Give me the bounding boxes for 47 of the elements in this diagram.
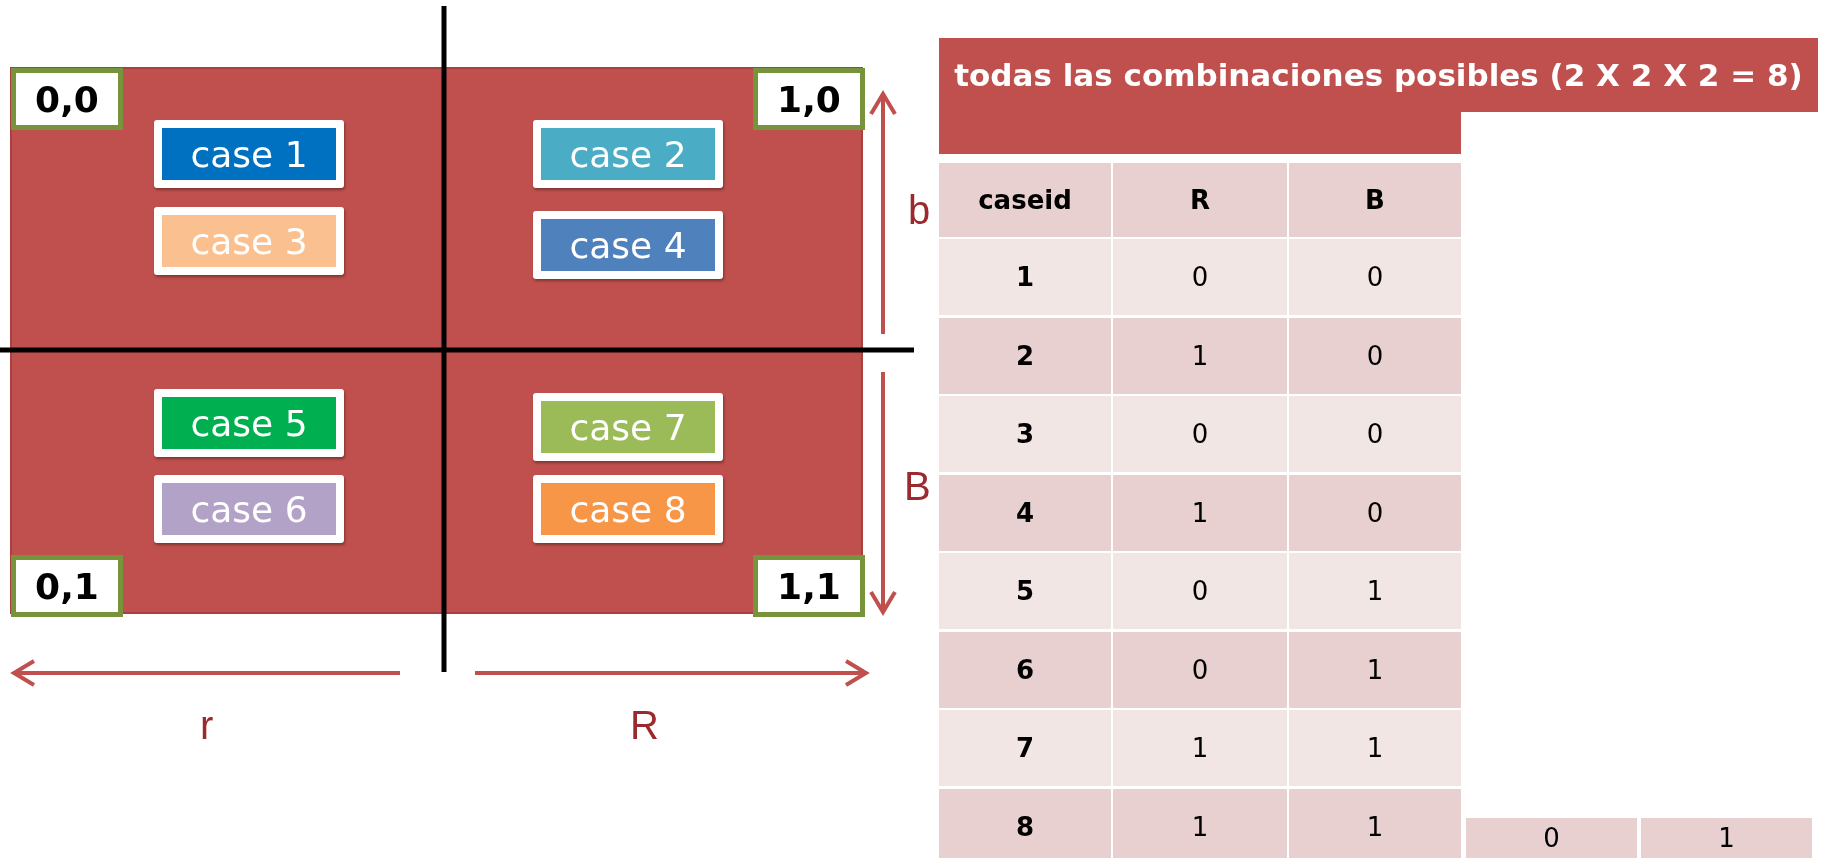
table-cell: 8 [939,788,1111,858]
dimension-label: b [908,190,931,230]
table-cell: 7 [939,710,1111,786]
table-cell: 0 [1113,631,1287,708]
coordinate-tag: 0,1 [11,555,123,617]
case-tag: case 8 [533,475,723,543]
dimension-label: r [200,705,214,745]
case-tag: case 4 [533,211,723,279]
coordinate-tag: 0,0 [11,68,123,130]
coordinate-tag: 1,0 [753,68,865,130]
coordinate-tag: 1,1 [753,555,865,617]
case-tag: case 1 [154,120,344,188]
table-cell: 0 [1289,317,1461,394]
table-cell: 0 [1466,818,1637,858]
table-cell: 1 [1289,631,1461,708]
case-tag: case 5 [154,389,344,457]
case-tag: case 7 [533,393,723,461]
quadrant-panel [10,67,863,614]
table-cell: 1 [1113,317,1287,394]
case-tag: case 6 [154,475,344,543]
table-header: todas las combinaciones posibles (2 X 2 X 2 = 8) [939,38,1818,112]
table-cell: 0 [1289,239,1461,315]
table-cell: 0 [1113,553,1287,629]
case-tag: case 3 [154,207,344,275]
table-cell: 3 [939,396,1111,472]
table-cell: 4 [939,474,1111,551]
table-cell: 1 [1641,818,1812,858]
case-tag: case 2 [533,120,723,188]
table-cell: R [1113,163,1287,237]
table-cell: B [1289,163,1461,237]
table-cell: 1 [1113,474,1287,551]
table-cell: 1 [1289,788,1461,858]
table-cell: 5 [939,553,1111,629]
table-cell: 0 [1289,396,1461,472]
table-cell: caseid [939,163,1111,237]
table-cell: 6 [939,631,1111,708]
dimension-label: B [904,466,931,506]
table-cell: 2 [939,317,1111,394]
table-cell: 1 [939,239,1111,315]
dimension-label: R [630,705,659,745]
table-cell: 0 [1289,474,1461,551]
table-cell: 1 [1113,788,1287,858]
table-cell: 0 [1113,239,1287,315]
table-cell: 0 [1113,396,1287,472]
table-cell: 1 [1289,710,1461,786]
table-cell: 1 [1113,710,1287,786]
table-cell: 1 [1289,553,1461,629]
